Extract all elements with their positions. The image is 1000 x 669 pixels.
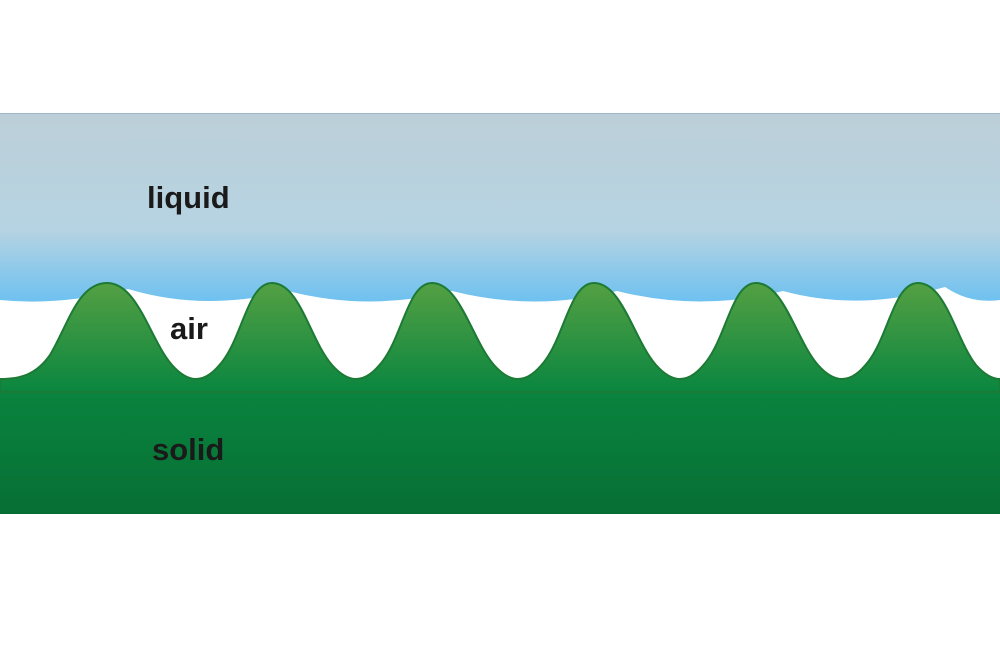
liquid-layer bbox=[0, 113, 1000, 302]
solid-base bbox=[0, 378, 1000, 514]
solid-surface bbox=[0, 281, 1000, 393]
liquid-label: liquid bbox=[147, 180, 230, 215]
solid-label: solid bbox=[152, 432, 225, 467]
air-label: air bbox=[170, 311, 208, 346]
